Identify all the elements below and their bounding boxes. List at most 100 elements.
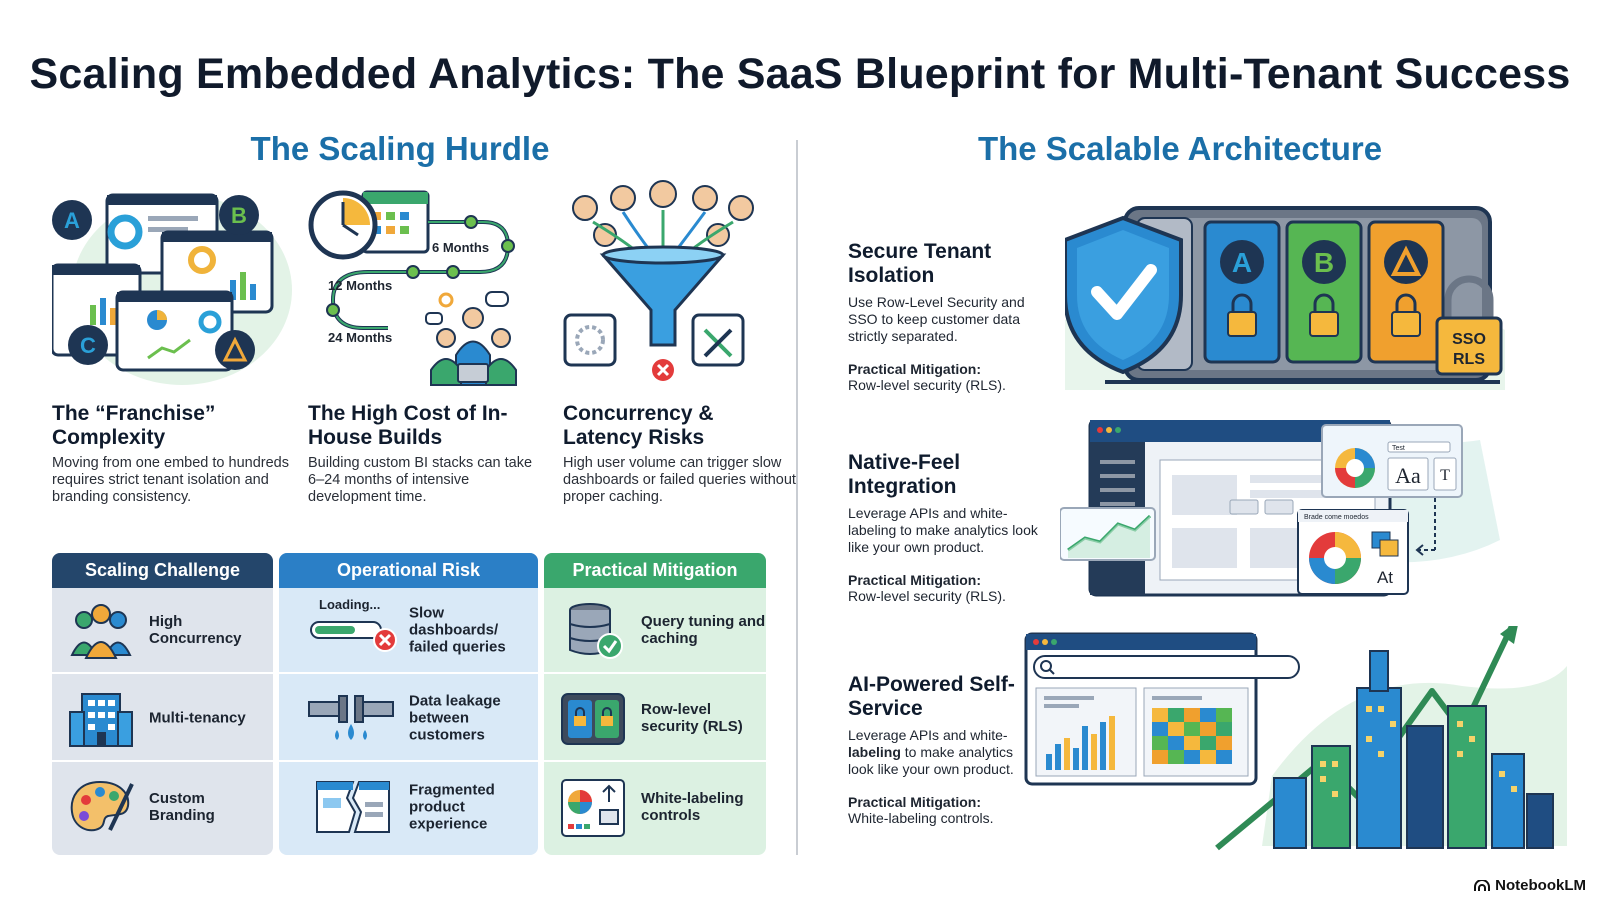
table-header-mitigation: Practical Mitigation <box>544 553 766 588</box>
timeline-24-months: 24 Months <box>328 330 392 345</box>
tenant-badge-a: A <box>64 208 80 233</box>
hurdle-title: Concurrency & Latency Risks <box>563 402 714 449</box>
security-shield-icon <box>1065 215 1183 375</box>
hurdle-desc: Moving from one embed to hundreds requir… <box>52 455 289 505</box>
svg-text:RLS: RLS <box>1453 351 1485 368</box>
svg-text:SSO: SSO <box>1452 331 1486 348</box>
arch-secure-tenant-isolation: Secure Tenant Isolation Use Row-Level Se… <box>848 240 1058 393</box>
search-icon <box>1040 660 1052 672</box>
mitigation-label: Query tuning and caching <box>641 613 766 647</box>
franchise-dashboards-illustration: A B C <box>52 193 292 385</box>
table-row: Row-level security (RLS) <box>544 676 766 762</box>
triangle-badge-icon <box>222 336 248 362</box>
svg-text:Brade come moedos: Brade come moedos <box>1304 514 1369 521</box>
table-header-risk: Operational Risk <box>279 553 538 588</box>
brand-color-panel: Brade come moedos At <box>1297 509 1409 595</box>
loading-spinner-icon <box>563 313 617 367</box>
mitigation-label: Row-level security (RLS) <box>641 701 743 735</box>
hurdle-title: The High Cost of In-House Builds <box>308 402 508 449</box>
arch-desc: Leverage APIs and white-labeling to make… <box>848 727 1014 777</box>
bar-chart-card <box>1046 716 1115 770</box>
timeline-12-months: 12 Months <box>328 278 392 293</box>
tools-icon <box>691 313 745 367</box>
table-row: Data leakage between customers <box>279 676 538 762</box>
timeline-6-months: 6 Months <box>432 240 489 255</box>
arch-desc: Leverage APIs and white-labeling to make… <box>848 505 1038 555</box>
arch-title: Native-Feel Integration <box>848 451 961 498</box>
table-header-challenge: Scaling Challenge <box>52 553 273 588</box>
risk-label: Fragmented product experience <box>409 781 495 833</box>
fragmented-screen-icon <box>316 781 390 833</box>
table-column-challenge: Scaling Challenge High Concurrency Multi… <box>52 553 273 855</box>
table-row: White-labeling controls <box>544 764 766 850</box>
table-row: Query tuning and caching <box>544 588 766 674</box>
native-ui-illustration: Test Aa T Brade come moedos At <box>1060 420 1500 597</box>
user-group-icon <box>70 604 132 659</box>
hurdle-desc: High user volume can trigger slow dashbo… <box>563 455 796 505</box>
arch-native-feel-integration: Native-Feel Integration Leverage APIs an… <box>848 451 1058 604</box>
secure-vault-icon <box>561 693 625 745</box>
challenge-label: Custom Branding <box>149 790 215 824</box>
column-divider <box>796 140 798 855</box>
tenant-vault-illustration: A B SSO RLS <box>1065 206 1505 390</box>
paint-palette-icon <box>70 780 134 832</box>
font-aa-icon: Aa <box>1395 463 1421 488</box>
mitigation-label: Practical Mitigation: <box>848 794 982 810</box>
table-column-risk: Operational Risk Loading... Slow dashboa… <box>279 553 538 855</box>
svg-text:A: A <box>1232 247 1252 278</box>
table-row: High Concurrency <box>52 588 273 674</box>
challenge-label: High Concurrency <box>149 613 242 647</box>
notebooklm-footer: NotebookLM <box>1474 877 1586 894</box>
challenge-label: Multi-tenancy <box>149 709 246 727</box>
mitigation-value: Row-level security (RLS). <box>848 588 1006 604</box>
user-avatars-icon <box>572 180 754 247</box>
arch-title: AI-Powered Self-Service <box>848 673 1015 720</box>
leaking-pipe-icon <box>308 695 394 740</box>
ai-search-bar <box>1033 655 1300 679</box>
mitigation-label: White-labeling controls <box>641 790 744 824</box>
mitigation-label: Practical Mitigation: <box>848 572 982 588</box>
sso-rls-padlock-icon: SSO RLS <box>1435 275 1503 376</box>
mitigation-label: Practical Mitigation: <box>848 361 982 377</box>
funnel-illustration <box>563 180 754 381</box>
risk-label: Slow dashboards/ failed queries <box>409 604 506 656</box>
arch-ai-powered-self-service: AI-Powered Self-Service Leverage APIs an… <box>848 673 1058 826</box>
mitigation-value: White-labeling controls. <box>848 810 994 826</box>
database-check-icon <box>569 603 623 659</box>
page-title: Scaling Embedded Analytics: The SaaS Blu… <box>29 50 1571 98</box>
table-row: Fragmented product experience <box>279 764 538 850</box>
heatmap-card <box>1152 708 1232 764</box>
theme-settings-panel: Test Aa T <box>1321 424 1463 498</box>
table-row: Custom Branding <box>52 764 273 850</box>
notebooklm-logo-icon <box>1474 879 1491 891</box>
left-section-heading: The Scaling Hurdle <box>250 130 550 167</box>
table-column-mitigation: Practical Mitigation Query tuning and ca… <box>544 553 766 855</box>
right-section-heading: The Scalable Architecture <box>977 130 1383 167</box>
hurdle-title: The “Franchise” Complexity <box>52 402 216 449</box>
table-row: Loading... Slow dashboards/ failed queri… <box>279 588 538 674</box>
building-icon <box>69 693 133 747</box>
dev-team-icon <box>425 291 517 386</box>
mitigation-value: Row-level security (RLS). <box>848 377 1006 393</box>
tenant-badge-c: C <box>80 333 96 358</box>
timeline-illustration: 6 Months 12 Months 24 Months <box>308 190 517 386</box>
city-skyline-icon <box>1273 650 1554 849</box>
loading-bar-icon <box>310 621 397 652</box>
tenant-compartment-a: A <box>1203 220 1281 364</box>
svg-text:T: T <box>1440 467 1450 484</box>
brand-controls-icon <box>561 779 625 837</box>
svg-text:B: B <box>1314 247 1334 278</box>
footer-brand-text: NotebookLM <box>1495 877 1586 894</box>
tenant-badge-b: B <box>231 203 247 228</box>
risk-label: Data leakage between customers <box>409 692 501 744</box>
svg-text:Test: Test <box>1392 445 1405 452</box>
svg-text:At: At <box>1377 568 1393 587</box>
loading-label: Loading... <box>319 597 381 612</box>
tenant-compartment-b: B <box>1285 220 1363 364</box>
arch-title: Secure Tenant Isolation <box>848 240 992 287</box>
ai-self-service-illustration <box>1024 626 1567 851</box>
hurdle-desc: Building custom BI stacks can take 6–24 … <box>308 455 533 505</box>
tenant-compartment-c <box>1367 220 1445 364</box>
arch-desc: Use Row-Level Security and SSO to keep c… <box>848 294 1025 344</box>
table-row: Multi-tenancy <box>52 676 273 762</box>
